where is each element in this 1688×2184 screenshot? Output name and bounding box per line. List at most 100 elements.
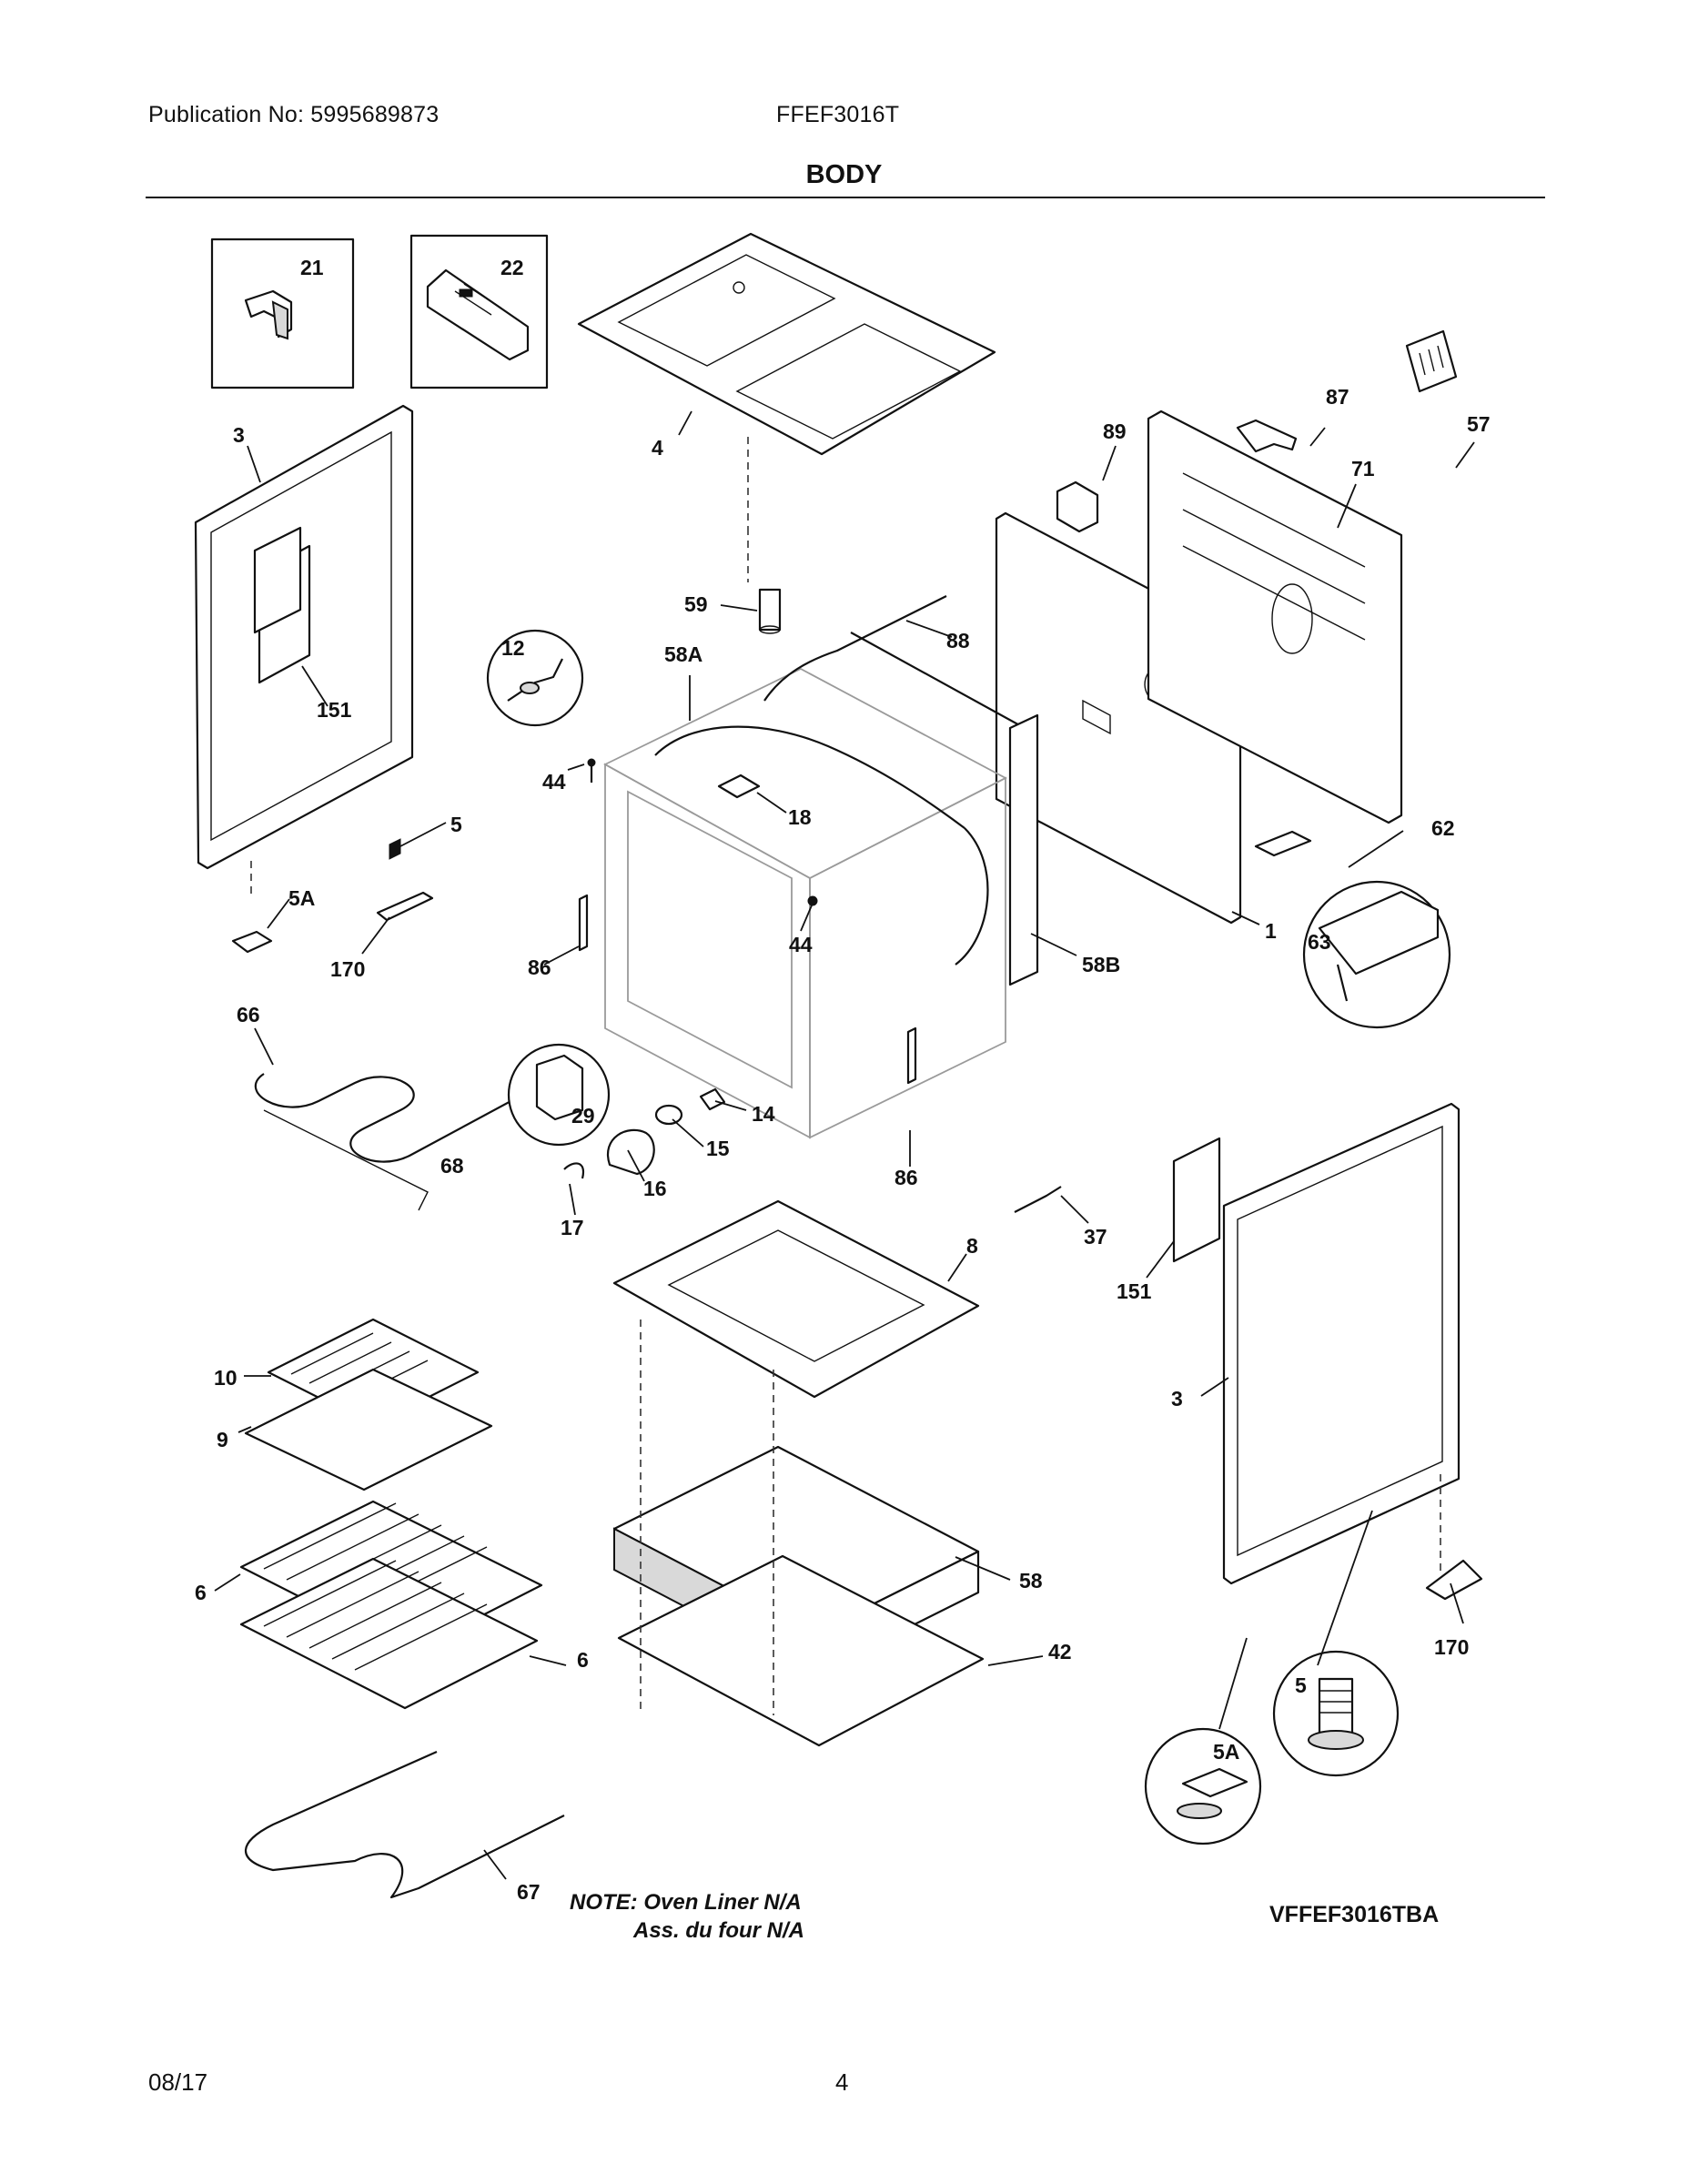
label-68: 68 [440, 1154, 464, 1178]
part-58B-insulation-blanket[interactable] [1008, 713, 1039, 986]
label-57: 57 [1467, 412, 1491, 436]
drawing-code: VFFEF3016TBA [1269, 1902, 1439, 1927]
part-29-circle-detail[interactable] [507, 1043, 611, 1147]
part-5A-circle-detail[interactable] [1144, 1727, 1262, 1845]
part-151-right-bracket[interactable] [1172, 1137, 1221, 1263]
label-58A: 58A [664, 642, 702, 666]
part-12-circle-detail[interactable] [486, 629, 584, 727]
label-10: 10 [214, 1366, 238, 1390]
label-5A-circle: 5A [1213, 1740, 1239, 1764]
label-59: 59 [684, 592, 708, 616]
label-18: 18 [788, 805, 812, 829]
part-59-post[interactable] [758, 588, 782, 634]
label-86-left: 86 [528, 956, 551, 979]
label-4: 4 [652, 436, 663, 460]
part-15-bulb[interactable] [654, 1104, 683, 1126]
label-16: 16 [643, 1177, 667, 1200]
label-42: 42 [1048, 1640, 1072, 1663]
label-170-left: 170 [330, 957, 365, 981]
part-63-circle-detail[interactable] [1302, 880, 1451, 1029]
part-21-inset[interactable] [210, 238, 355, 389]
label-8: 8 [966, 1234, 978, 1258]
label-21: 21 [300, 256, 324, 279]
part-71-back-cover[interactable] [1147, 410, 1403, 824]
part-8-cavity-bottom[interactable] [612, 1199, 980, 1399]
leader-lines [214, 410, 1475, 1880]
label-89: 89 [1103, 420, 1127, 443]
part-9-broil-pan[interactable] [244, 1368, 493, 1491]
label-44-lower: 44 [789, 933, 813, 956]
part-88-wire[interactable] [763, 595, 947, 702]
header-divider [146, 197, 1545, 198]
part-3-left-side-panel[interactable] [194, 404, 414, 870]
label-87: 87 [1326, 385, 1349, 409]
section-title: BODY [805, 160, 883, 189]
part-44-lower-screw[interactable] [807, 895, 818, 906]
part-44-upper-screw[interactable] [587, 758, 596, 783]
part-87-bracket[interactable] [1236, 419, 1298, 453]
part-67-bake-element[interactable] [245, 1750, 565, 1899]
label-6-lower: 6 [577, 1648, 589, 1672]
label-12: 12 [501, 636, 525, 660]
part-16-lamp-lens[interactable] [607, 1128, 655, 1176]
label-6-upper: 6 [195, 1581, 207, 1604]
page-number: 4 [835, 2068, 849, 2096]
label-17: 17 [561, 1216, 584, 1239]
label-37: 37 [1084, 1225, 1107, 1249]
note-line-1: NOTE: Oven Liner N/A [570, 1890, 802, 1915]
label-63: 63 [1308, 930, 1331, 954]
part-37-wire[interactable] [1014, 1186, 1062, 1213]
label-5-left: 5 [450, 813, 462, 836]
part-86-left-bracket[interactable] [578, 894, 589, 952]
part-5-left-leveler[interactable] [389, 838, 401, 860]
label-58: 58 [1019, 1569, 1043, 1592]
label-14: 14 [752, 1102, 775, 1126]
part-4-top-panel[interactable] [577, 232, 996, 456]
label-29: 29 [571, 1104, 595, 1127]
label-5-circle: 5 [1295, 1673, 1307, 1697]
label-5A-left: 5A [288, 886, 315, 910]
label-151-right: 151 [1117, 1279, 1152, 1303]
label-151-left: 151 [317, 698, 352, 722]
label-3-right: 3 [1171, 1387, 1183, 1410]
part-86-right-bracket[interactable] [906, 1026, 917, 1085]
label-66: 66 [237, 1003, 260, 1026]
model-number: FFEF3016T [776, 102, 900, 127]
part-57-vent-cover[interactable] [1405, 329, 1458, 393]
oven-cavity-outline [603, 667, 1007, 1139]
footer-date: 08/17 [148, 2068, 208, 2096]
part-62-terminal-block[interactable] [1254, 830, 1312, 857]
part-42-bottom-panel[interactable] [617, 1554, 985, 1747]
label-9: 9 [217, 1428, 228, 1451]
part-66-broil-element[interactable] [254, 1073, 529, 1163]
part-18-bracket[interactable] [717, 774, 761, 799]
part-6-lower-rack[interactable] [239, 1557, 539, 1710]
label-1: 1 [1265, 919, 1277, 943]
part-170-left-bracket[interactable] [376, 891, 434, 922]
part-5A-left-foot[interactable] [231, 930, 273, 954]
label-67: 67 [517, 1880, 541, 1904]
label-15: 15 [706, 1137, 730, 1160]
label-44-upper: 44 [542, 770, 566, 794]
part-89-bracket[interactable] [1056, 480, 1099, 533]
publication-number: Publication No: 5995689873 [148, 102, 440, 127]
part-68-wire-harness[interactable] [263, 1109, 429, 1211]
label-170-right: 170 [1434, 1635, 1469, 1659]
label-86-right: 86 [895, 1166, 918, 1189]
label-3-left: 3 [233, 423, 245, 447]
label-71: 71 [1351, 457, 1375, 480]
label-62: 62 [1431, 816, 1455, 840]
part-22-inset[interactable] [409, 234, 549, 389]
part-labels: 21 22 4 87 57 89 71 3 151 59 88 12 58A 4… [195, 256, 1491, 1904]
part-58A-insulation-wrap[interactable] [654, 632, 1035, 966]
part-17-clip[interactable] [563, 1162, 585, 1179]
label-88: 88 [946, 629, 970, 652]
label-58B: 58B [1082, 953, 1120, 976]
part-3-right-side-panel[interactable] [1222, 1102, 1461, 1585]
part-5-circle-detail[interactable] [1272, 1650, 1400, 1777]
part-14-lamp-socket[interactable] [699, 1087, 726, 1111]
part-170-right-bracket[interactable] [1425, 1559, 1483, 1601]
label-22: 22 [500, 256, 524, 279]
part-151-left-bracket[interactable] [253, 526, 302, 634]
